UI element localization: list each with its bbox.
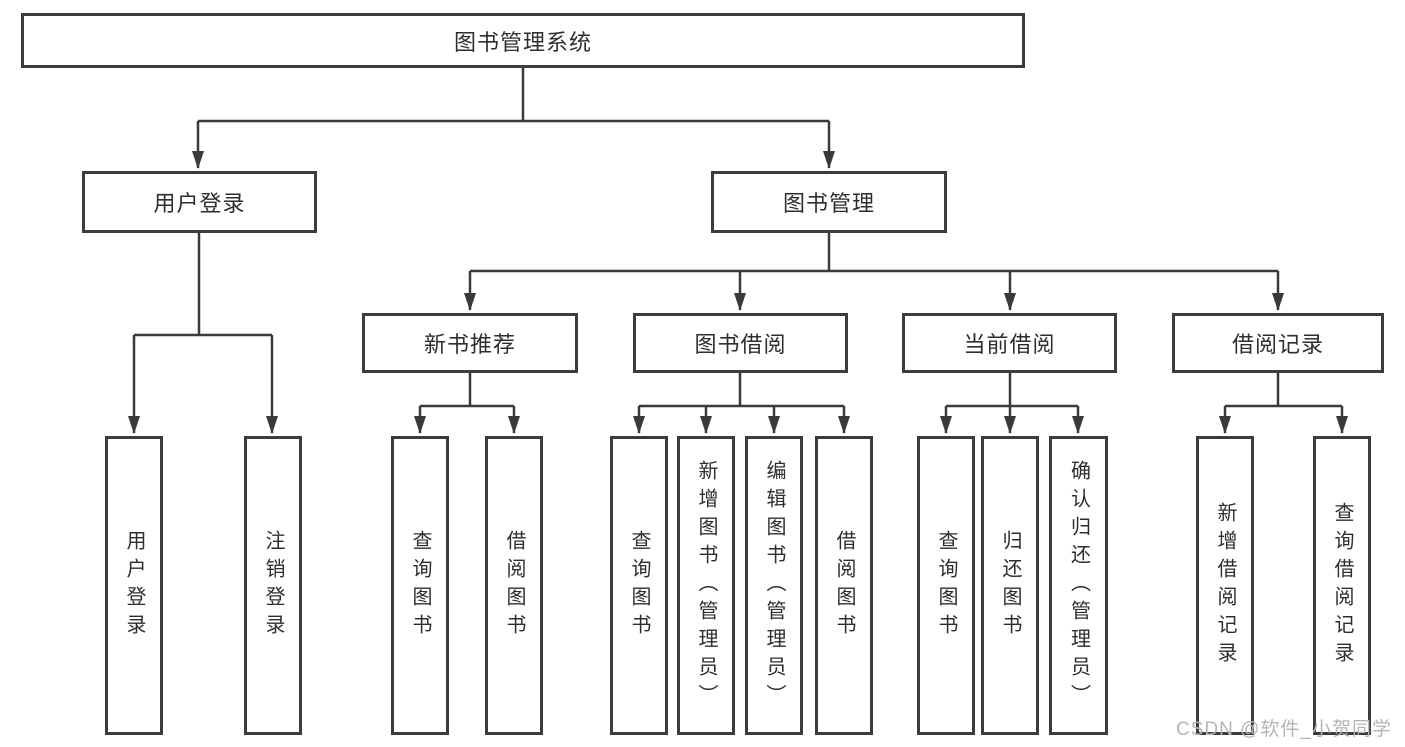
node-user-login: 用户登录: [82, 171, 317, 233]
node-ul-logout: 注销登录: [244, 436, 302, 735]
node-nbr-query-books: 查询图书: [391, 436, 449, 735]
node-ul-user-login: 用户登录: [105, 436, 163, 735]
node-ul-logout-label: 注销登录: [262, 529, 284, 642]
node-current-borrowing-label: 当前借阅: [963, 332, 1056, 357]
node-borrowing-records-label: 借阅记录: [1231, 332, 1324, 357]
node-bb-add-books-admin: 新增图书（管理员）: [677, 436, 735, 735]
csdn-watermark: CSDN @软件_小贺同学: [1176, 719, 1392, 740]
node-cb-return-books: 归还图书: [981, 436, 1039, 735]
node-ul-user-login-label: 用户登录: [123, 529, 145, 642]
node-bb-borrow-books: 借阅图书: [815, 436, 873, 735]
node-user-login-label: 用户登录: [153, 191, 246, 216]
node-book-borrowing-label: 图书借阅: [694, 332, 787, 357]
node-bb-add-books-admin-label: 新增图书（管理员）: [695, 459, 717, 712]
node-br-query-record: 查询借阅记录: [1313, 436, 1371, 735]
node-cb-query-books-label: 查询图书: [935, 529, 957, 642]
node-cb-confirm-return-admin-label: 确认归还（管理员）: [1067, 459, 1090, 712]
node-book-management-label: 图书管理: [782, 191, 875, 216]
node-current-borrowing: 当前借阅: [902, 313, 1117, 373]
node-library-system-label: 图书管理系统: [453, 29, 592, 55]
node-nbr-borrow-books: 借阅图书: [485, 436, 543, 735]
node-borrowing-records: 借阅记录: [1172, 313, 1384, 373]
node-cb-query-books: 查询图书: [917, 436, 975, 735]
node-new-book-recommendation: 新书推荐: [362, 313, 578, 373]
node-br-add-record: 新增借阅记录: [1196, 436, 1254, 735]
node-cb-confirm-return-admin: 确认归还（管理员）: [1049, 436, 1108, 735]
node-book-borrowing: 图书借阅: [633, 313, 848, 373]
node-br-query-record-label: 查询借阅记录: [1331, 501, 1353, 670]
node-bb-borrow-books-label: 借阅图书: [833, 529, 855, 642]
node-nbr-borrow-books-label: 借阅图书: [503, 529, 525, 642]
node-nbr-query-books-label: 查询图书: [409, 529, 431, 642]
node-br-add-record-label: 新增借阅记录: [1214, 501, 1236, 670]
node-new-book-recommendation-label: 新书推荐: [423, 332, 516, 357]
node-bb-query-books: 查询图书: [610, 436, 668, 735]
node-cb-return-books-label: 归还图书: [999, 529, 1021, 642]
node-bb-edit-books-admin-label: 编辑图书（管理员）: [763, 459, 785, 712]
node-book-management: 图书管理: [711, 171, 947, 233]
node-bb-edit-books-admin: 编辑图书（管理员）: [745, 436, 803, 735]
node-library-system: 图书管理系统: [21, 13, 1025, 68]
node-bb-query-books-label: 查询图书: [628, 529, 650, 642]
